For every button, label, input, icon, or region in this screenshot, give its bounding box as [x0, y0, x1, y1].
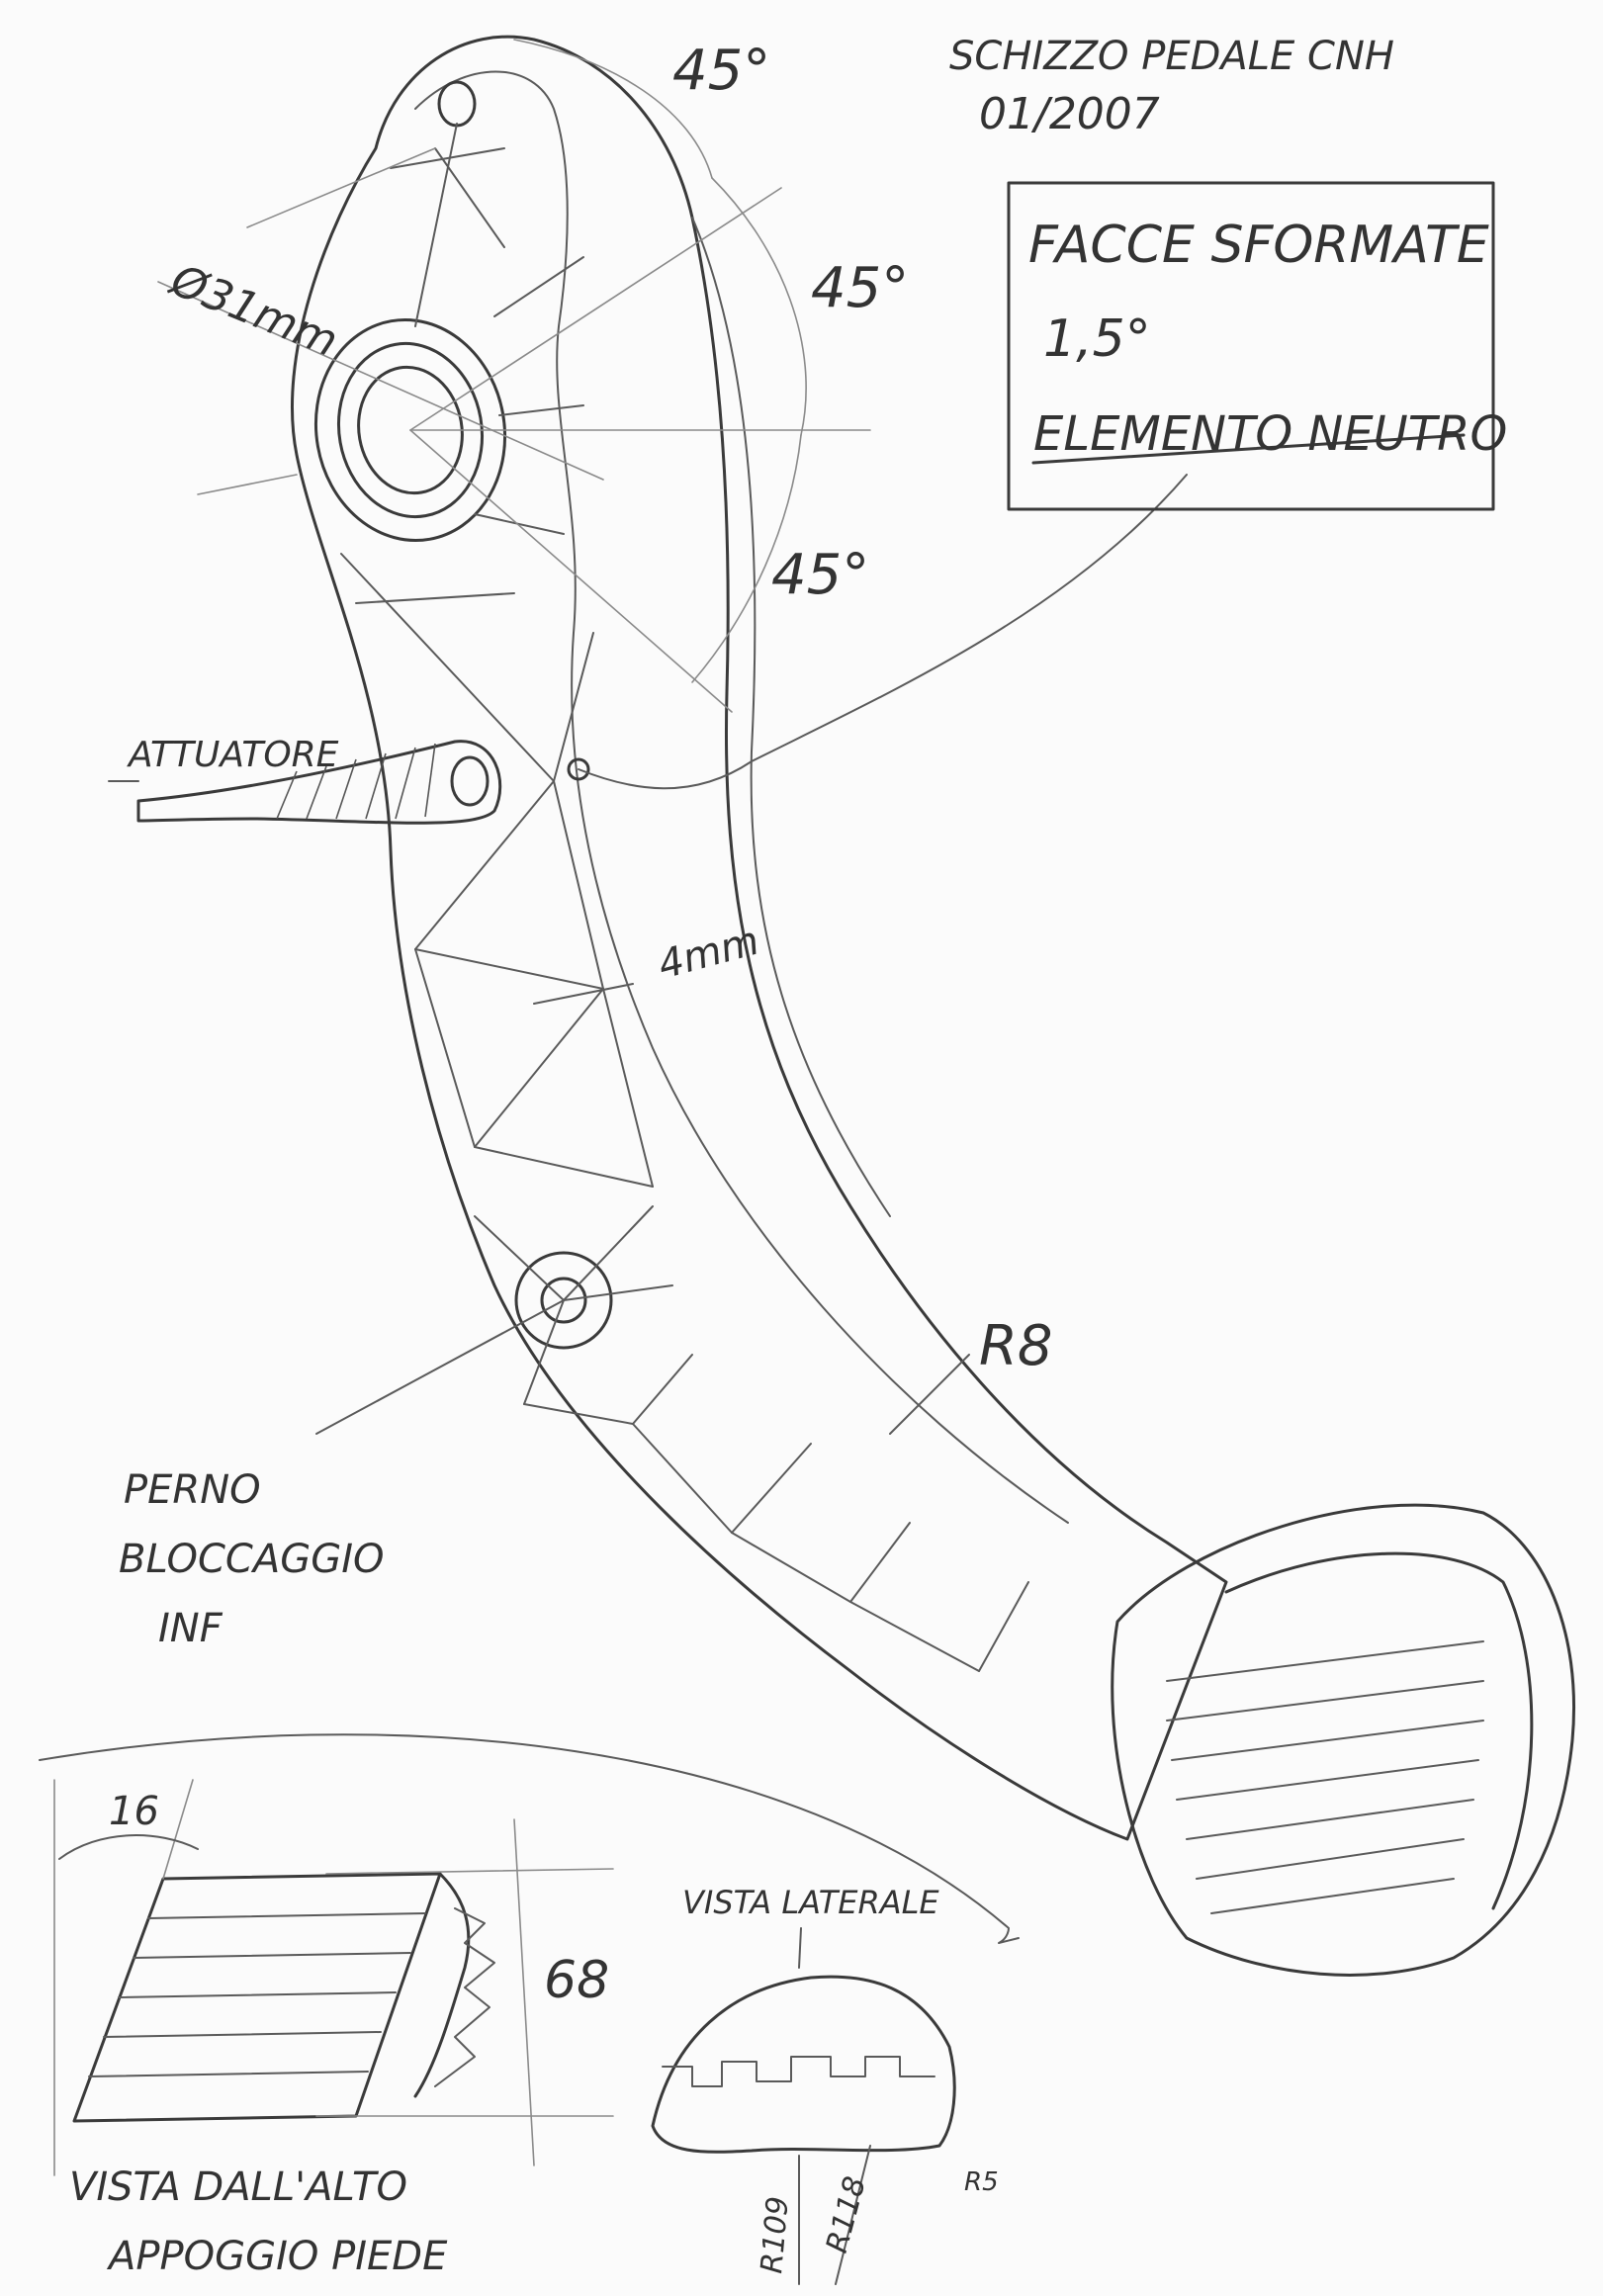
angle-16-label: 16	[109, 1789, 159, 1834]
lower-pin-hole	[540, 1277, 587, 1324]
height-68-label: 68	[544, 1951, 609, 2010]
leader-lines	[39, 474, 1188, 1944]
note-line-3: ELEMENTO NEUTRO	[1033, 406, 1507, 462]
hub-bore	[357, 365, 464, 495]
lower-ribs	[474, 1205, 1029, 1672]
construction-lines	[157, 39, 871, 713]
neutral-element-dot	[567, 757, 590, 781]
foot-pad-grooves	[1166, 1640, 1484, 1914]
pin-label-3: INF	[158, 1606, 223, 1651]
top-view-label-1: VISTA DALL'ALTO	[69, 2164, 407, 2210]
radius-r5-label: R5	[964, 2167, 999, 2197]
actuator-label: ATTUATORE	[127, 735, 339, 775]
top-hole	[437, 80, 477, 128]
annotations: SCHIZZO PEDALE CNH 01/2007 FACCE SFORMAT…	[69, 34, 1507, 2279]
angle-middle: 45°	[811, 256, 909, 320]
angle-top: 45°	[672, 39, 770, 103]
foot-pad	[1111, 1503, 1576, 1977]
radius-r109-label: R109	[755, 2195, 796, 2275]
radius-r8-label: R8	[979, 1314, 1053, 1378]
angle-lower: 45°	[771, 543, 869, 607]
top-view-label-2: APPOGGIO PIEDE	[106, 2234, 448, 2279]
sketch-title: SCHIZZO PEDALE CNH	[949, 34, 1394, 79]
pedal-arm-inner-face	[414, 70, 1069, 1524]
lower-pin-hub	[514, 1251, 613, 1350]
upper-ribs	[340, 123, 594, 782]
mid-ribs	[414, 780, 654, 1188]
top-view-detail	[53, 1779, 614, 2176]
actuator-lever	[136, 740, 502, 825]
hub-outer-ring	[313, 317, 507, 543]
side-view-label: VISTA LATERALE	[682, 1884, 939, 1921]
side-view-detail	[651, 1927, 956, 2285]
note-underline	[1031, 433, 1466, 465]
pedal-arm-back-edge	[691, 217, 891, 1217]
note-line-2: 1,5°	[1043, 309, 1151, 369]
note-line-1: FACCE SFORMATE	[1028, 216, 1489, 275]
sketch-date: 01/2007	[979, 89, 1160, 139]
pedal-arm	[136, 35, 1576, 1977]
pedal-arm-outline	[290, 35, 1228, 1841]
hub-middle-ring	[336, 341, 485, 519]
pin-label-1: PERNO	[124, 1467, 261, 1513]
rib-thickness-label: 4mm	[654, 918, 764, 988]
note-box	[1007, 181, 1495, 511]
pin-label-2: BLOCCAGGIO	[119, 1537, 384, 1582]
radius-r118-label: R118	[820, 2173, 873, 2257]
